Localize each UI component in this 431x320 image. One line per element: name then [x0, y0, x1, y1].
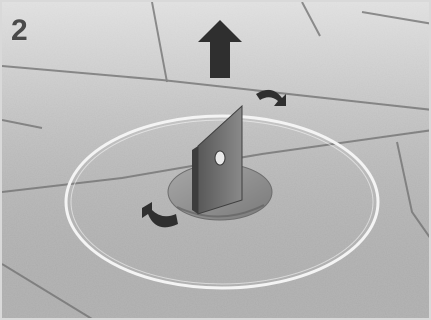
- step-number: 2: [11, 16, 28, 46]
- mounting-hole: [215, 151, 225, 165]
